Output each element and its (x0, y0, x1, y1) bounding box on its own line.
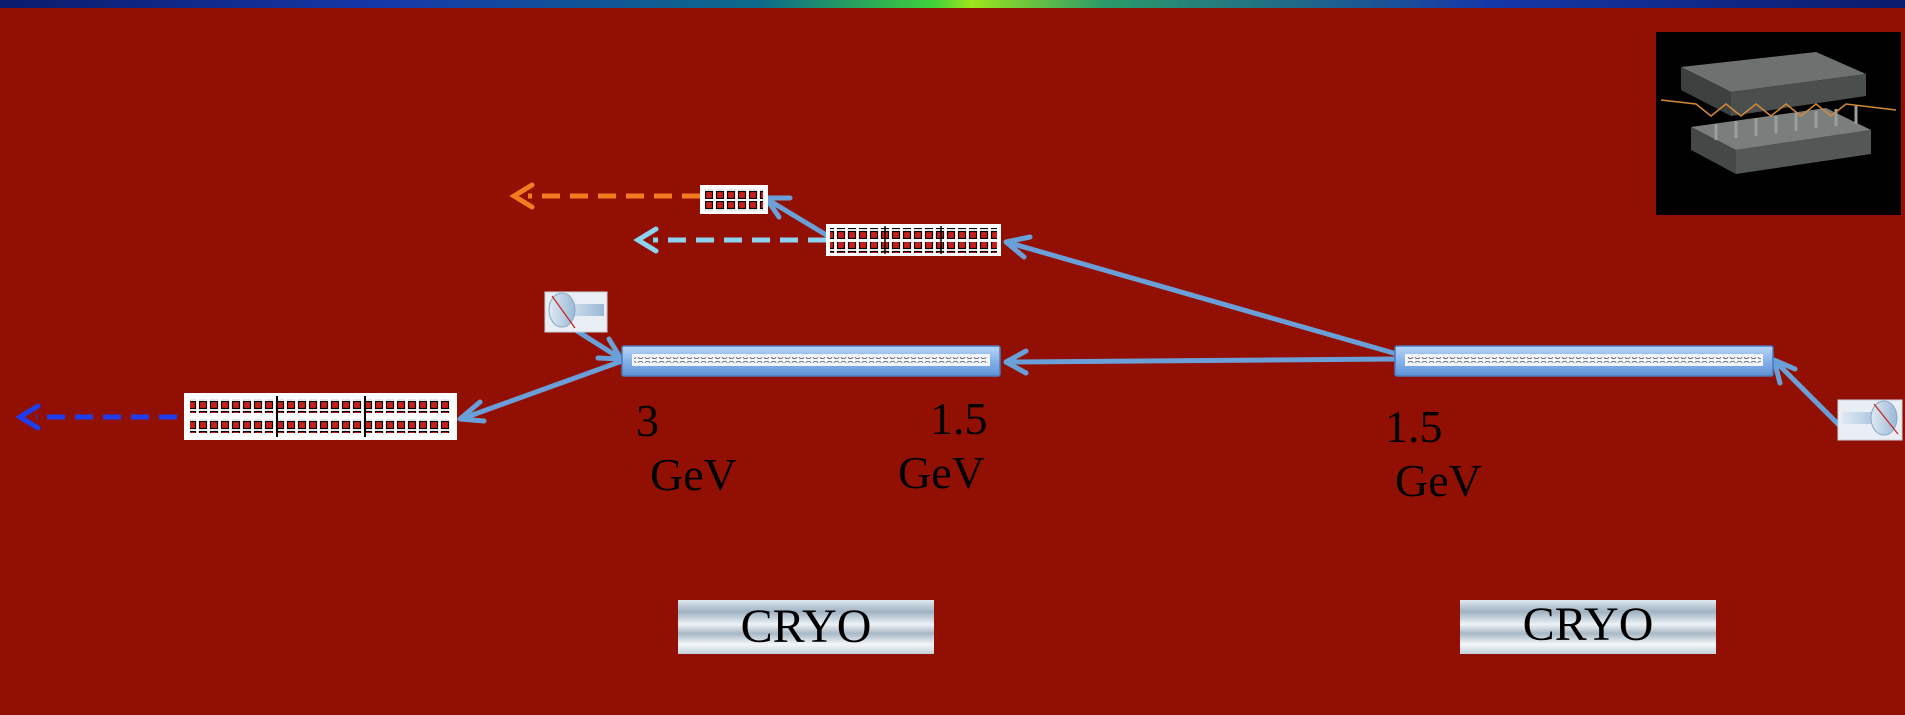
top-banner-strip (0, 0, 1905, 8)
energy-label-1-5-linac2: 1.5 (930, 393, 988, 444)
energy-label-1-5-linac1: 1.5 (1385, 401, 1443, 452)
arrow-linac1-to-linac2 (1003, 348, 1398, 376)
energy-label-3-unit: GeV (650, 449, 737, 500)
undulator-small (700, 185, 768, 214)
energy-label-1-5-linac1-unit: GeV (1395, 455, 1482, 506)
output-beam-blue (15, 403, 205, 431)
electron-gun-icon (1837, 399, 1903, 441)
arrow-linac1-to-undulator-medium (1003, 234, 1400, 357)
electron-gun-icon (544, 291, 608, 333)
arrow-linac2-to-undulator-large (457, 358, 625, 424)
output-beam-light-blue (633, 226, 826, 254)
cryo-box-right: CRYO (1460, 600, 1716, 654)
energy-label-1-5-linac2-unit: GeV (898, 447, 985, 498)
linac-section-1 (1394, 345, 1774, 377)
linac-section-2 (621, 345, 1001, 377)
output-beam-orange (509, 182, 700, 210)
undulator-photo-icon (1656, 32, 1901, 215)
arrow-undulator-medium-to-small (763, 195, 831, 239)
undulator-medium (826, 224, 1001, 256)
cryo-box-left: CRYO (678, 600, 934, 654)
undulator-large (184, 393, 457, 440)
energy-label-3: 3 (636, 395, 659, 446)
arrow-gun-right-to-linac1 (1771, 357, 1843, 429)
